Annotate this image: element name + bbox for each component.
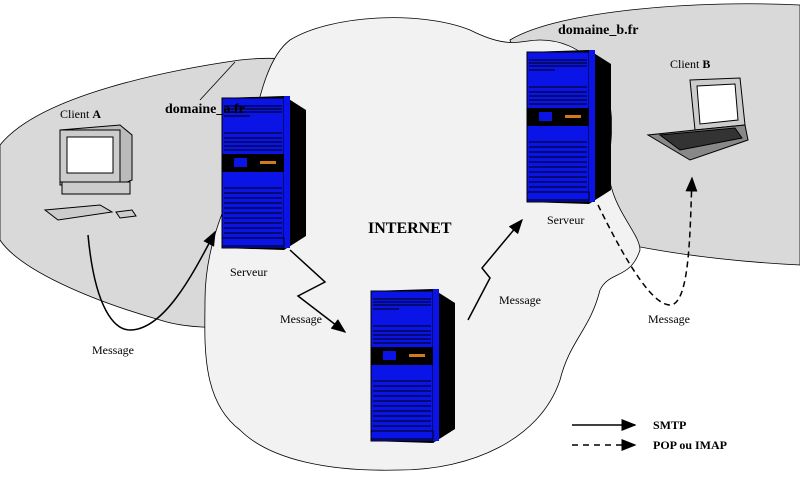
message-label: Message (648, 312, 690, 326)
server-a-label: Serveur (230, 265, 267, 279)
legend-smtp-label: SMTP (653, 418, 686, 432)
client-a-label: Client A (60, 107, 101, 121)
message-label: Message (92, 343, 134, 357)
message-label: Message (280, 312, 322, 326)
domain-a-label: domaine_a.fr (165, 102, 245, 117)
message-label: Message (499, 293, 541, 307)
smtp-arrow-a-to-relay (289, 249, 347, 333)
server-b-label: Serveur (547, 213, 584, 227)
smtp-arrow-client-a (87, 230, 216, 331)
laptop-icon (646, 77, 749, 161)
smtp-arrow-relay-to-b (467, 218, 523, 321)
client-b-label: Client B (670, 57, 710, 71)
server-relay-icon (370, 288, 456, 444)
server-b-icon (526, 49, 612, 205)
internet-label: INTERNET (368, 220, 452, 237)
domain-b-label: domaine_b.fr (558, 23, 639, 38)
server-a-icon (221, 95, 307, 251)
pop-arrow-b-to-client (597, 176, 698, 306)
desktop-computer-icon (43, 124, 137, 221)
legend-pop-imap-label: POP ou IMAP (653, 438, 727, 452)
